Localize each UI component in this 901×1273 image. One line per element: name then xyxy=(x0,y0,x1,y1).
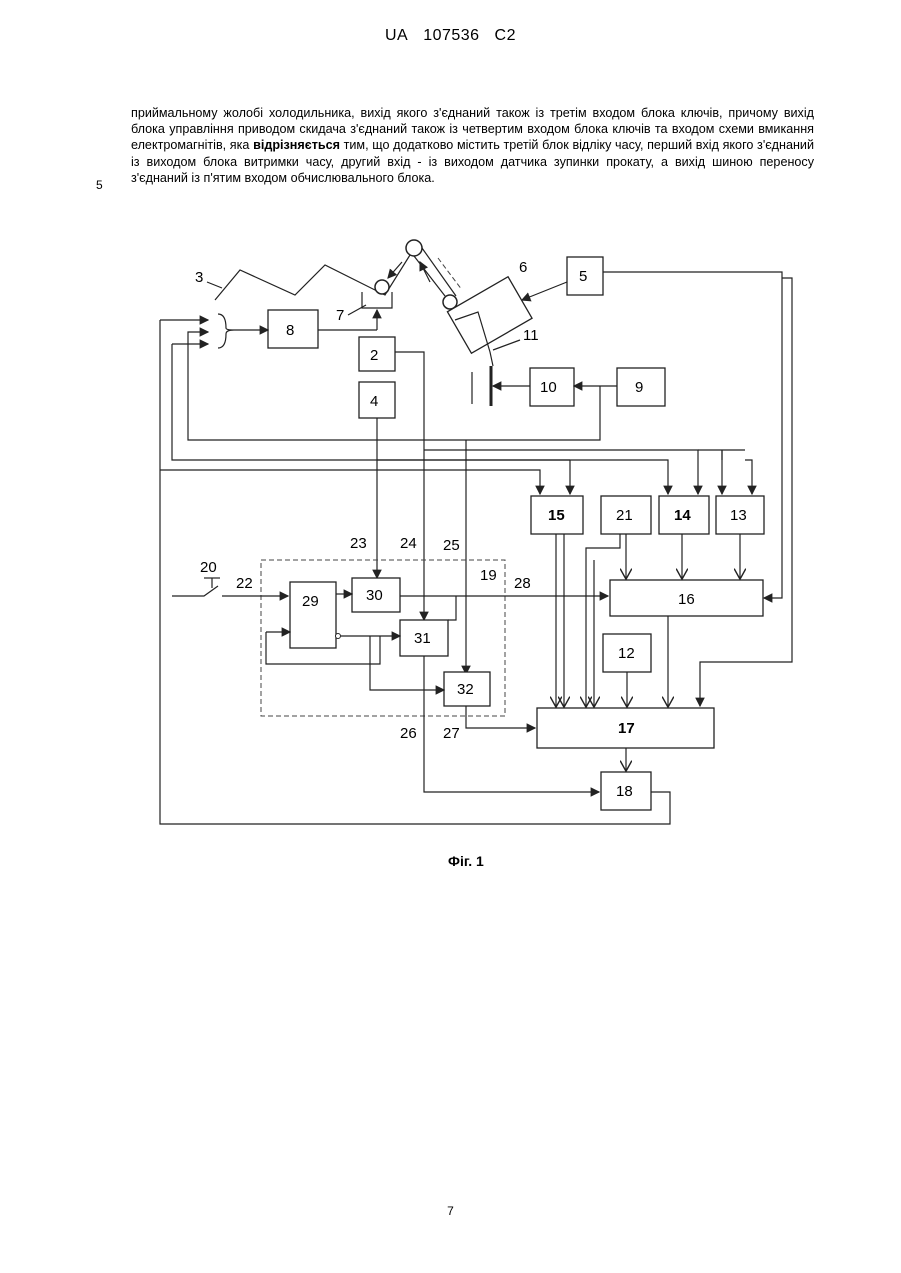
label-13: 13 xyxy=(730,507,747,524)
label-7: 7 xyxy=(336,307,344,324)
label-12: 12 xyxy=(618,645,635,662)
block-29 xyxy=(290,582,336,648)
roll-2 xyxy=(406,240,422,256)
label-11: 11 xyxy=(523,327,539,344)
label-14: 14 xyxy=(674,507,691,524)
trough-7 xyxy=(362,292,392,308)
label-8: 8 xyxy=(286,322,294,339)
figure-caption: Фіг. 1 xyxy=(448,853,484,869)
label-26: 26 xyxy=(400,725,417,742)
label-20: 20 xyxy=(200,559,217,576)
switch-20 xyxy=(172,586,218,596)
label-18: 18 xyxy=(616,783,633,800)
label-15: 15 xyxy=(548,507,565,524)
label-10: 10 xyxy=(540,379,557,396)
label-31: 31 xyxy=(414,630,431,647)
label-4: 4 xyxy=(370,393,378,410)
label-27: 27 xyxy=(443,725,460,742)
label-5: 5 xyxy=(579,268,587,285)
label-25: 25 xyxy=(443,537,460,554)
roll-1 xyxy=(375,280,389,294)
label-32: 32 xyxy=(457,681,474,698)
block-6 xyxy=(447,277,532,354)
label-23: 23 xyxy=(350,535,367,552)
label-9: 9 xyxy=(635,379,643,396)
label-30: 30 xyxy=(366,587,383,604)
label-3: 3 xyxy=(195,269,203,286)
label-6: 6 xyxy=(519,259,527,276)
label-22: 22 xyxy=(236,575,253,592)
page-number: 7 xyxy=(0,1204,901,1218)
label-17: 17 xyxy=(618,720,635,737)
label-28: 28 xyxy=(514,575,531,592)
label-16: 16 xyxy=(678,591,695,608)
label-21: 21 xyxy=(616,507,633,524)
label-24: 24 xyxy=(400,535,417,552)
label-19: 19 xyxy=(480,567,497,584)
label-2: 2 xyxy=(370,347,378,364)
label-29: 29 xyxy=(302,593,319,610)
